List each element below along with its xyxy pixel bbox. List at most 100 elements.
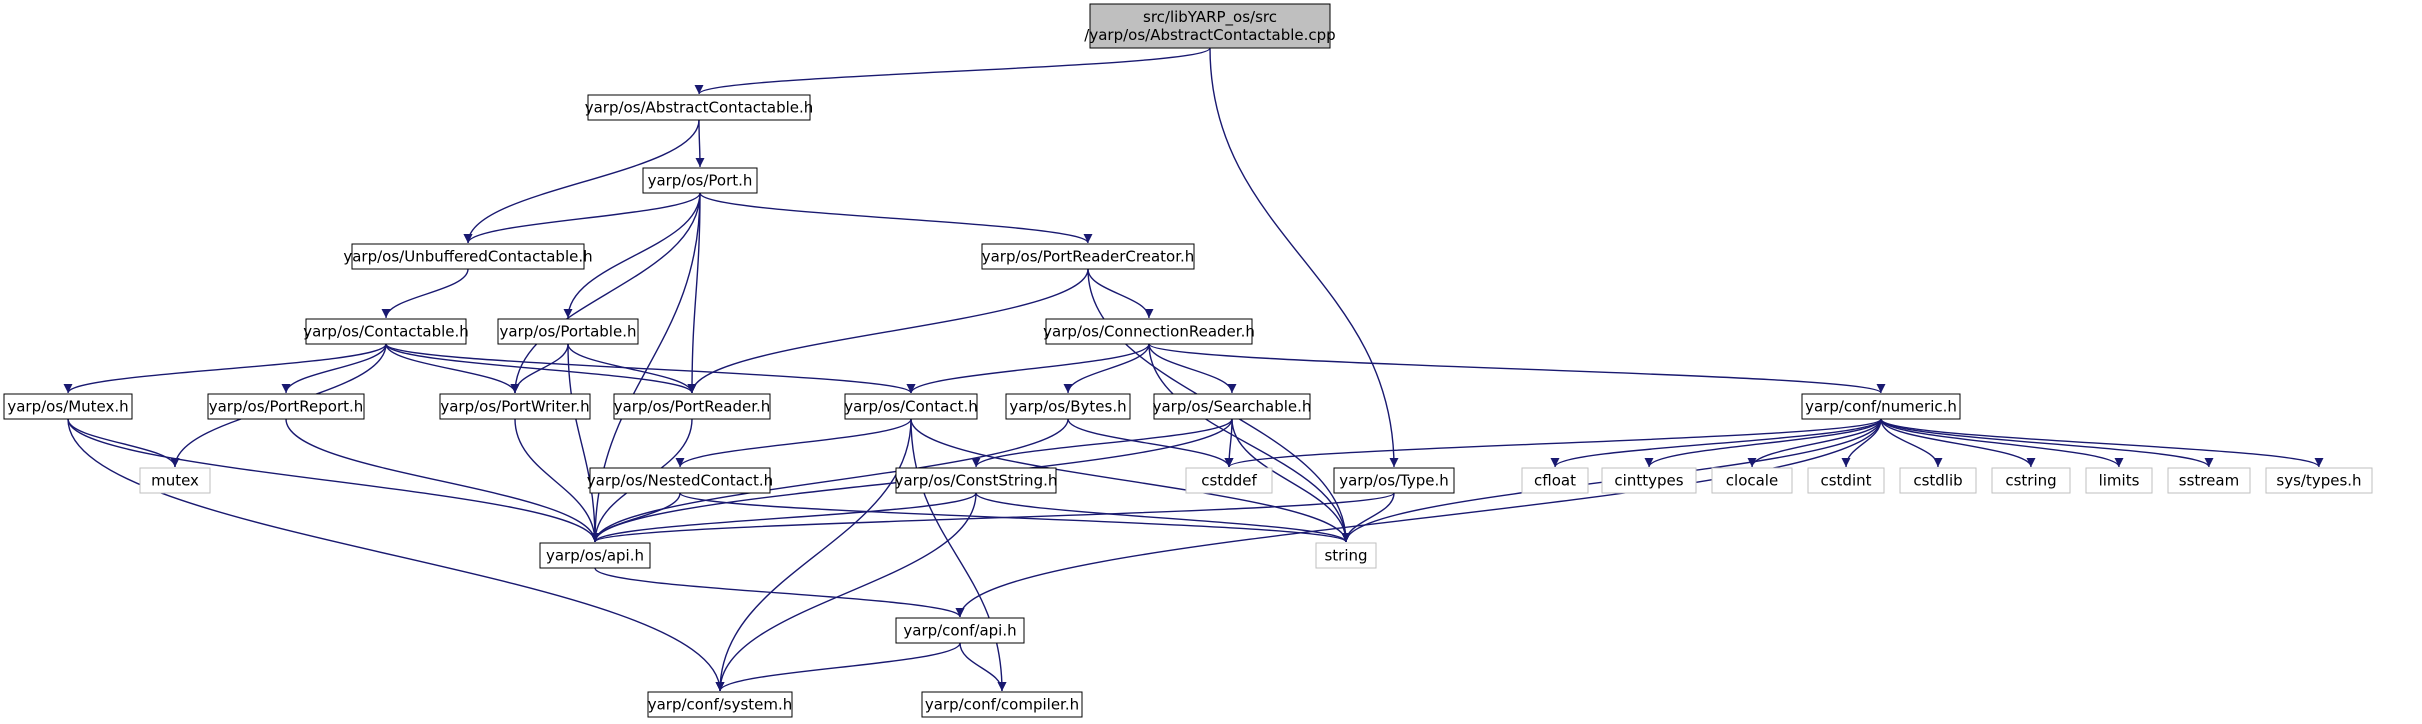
node-yarp-os-connectionreader-h[interactable]: yarp/os/ConnectionReader.h bbox=[1043, 318, 1255, 345]
edge-osapi_h-to-confapi_h bbox=[594, 567, 965, 618]
node-box bbox=[1333, 467, 1455, 494]
node-box bbox=[589, 467, 771, 494]
edge-numeric_h-to-cstddef bbox=[1224, 418, 1882, 468]
node-yarp-os-portreport-h[interactable]: yarp/os/PortReport.h bbox=[207, 393, 365, 420]
node-box bbox=[539, 542, 651, 569]
node-box bbox=[351, 243, 585, 270]
node-yarp-os-conststring-h[interactable]: yarp/os/ConstString.h bbox=[895, 467, 1058, 494]
node-label: yarp/os/Contact.h bbox=[844, 398, 978, 416]
node-yarp-conf-compiler-h[interactable]: yarp/conf/compiler.h bbox=[921, 691, 1083, 718]
edge-contact_h-to-compiler_h bbox=[910, 418, 1007, 692]
node-label: yarp/os/Port.h bbox=[648, 172, 753, 190]
edge-portreport_h-to-osapi_h bbox=[285, 418, 600, 543]
node-yarp-conf-api-h[interactable]: yarp/conf/api.h bbox=[895, 617, 1025, 644]
edge-numeric_h-to-systypes bbox=[1880, 418, 2324, 468]
edge-type_h-to-osapi_h bbox=[590, 492, 1395, 543]
node-box bbox=[497, 318, 639, 345]
node-yarp-os-portable-h[interactable]: yarp/os/Portable.h bbox=[497, 318, 639, 345]
node-yarp-os-api-h[interactable]: yarp/os/api.h bbox=[539, 542, 651, 569]
node-label: yarp/conf/compiler.h bbox=[925, 696, 1079, 714]
node-yarp-os-contact-h[interactable]: yarp/os/Contact.h bbox=[844, 393, 978, 420]
edge-numeric_h-to-cstdlib bbox=[1880, 418, 1943, 468]
edge-connreader_h-to-numeric_h bbox=[1148, 343, 1886, 394]
node-label: yarp/conf/system.h bbox=[648, 696, 793, 714]
node-yarp-os-unbufferedcontactable-h[interactable]: yarp/os/UnbufferedContactable.h bbox=[343, 243, 593, 270]
node-label: yarp/conf/numeric.h bbox=[1805, 398, 1957, 416]
node-box bbox=[613, 393, 771, 420]
node-yarp-os-mutex-h[interactable]: yarp/os/Mutex.h bbox=[3, 393, 133, 420]
node-label: yarp/os/PortReader.h bbox=[614, 398, 771, 416]
edge-confapi_h-to-system_h bbox=[715, 642, 961, 692]
node-box bbox=[1185, 467, 1273, 494]
node-yarp-os-abstractcontactable-h[interactable]: yarp/os/AbstractContactable.h bbox=[585, 94, 814, 121]
node-box bbox=[981, 243, 1195, 270]
edge-portable_h-to-osapi_h bbox=[567, 343, 600, 543]
node-label: yarp/os/UnbufferedContactable.h bbox=[343, 248, 592, 266]
edge-connreader_h-to-searchable_h bbox=[1148, 343, 1237, 394]
edge-searchable_h-to-string bbox=[1231, 418, 1351, 543]
edge-abstract_h-to-port_h bbox=[695, 119, 705, 168]
edge-portable_h-to-portreader_h bbox=[567, 343, 697, 394]
node-box bbox=[305, 318, 467, 345]
edge-prc_h-to-connreader_h bbox=[1087, 268, 1154, 319]
edge-port_h-to-portwriter_h bbox=[510, 192, 701, 394]
edge-connreader_h-to-string bbox=[1148, 343, 1351, 543]
node-sstream: sstream bbox=[2167, 467, 2251, 494]
edge-portwriter_h-to-osapi_h bbox=[514, 418, 600, 543]
node-label: mutex bbox=[151, 472, 199, 490]
node-box bbox=[647, 691, 793, 718]
edge-searchable_h-to-conststring_h bbox=[971, 418, 1233, 468]
node-label: yarp/os/ConnectionReader.h bbox=[1043, 323, 1255, 341]
node-label: yarp/os/api.h bbox=[546, 547, 644, 565]
dependency-edges bbox=[63, 47, 2324, 692]
node-yarp-os-port-h[interactable]: yarp/os/Port.h bbox=[642, 167, 758, 194]
node-yarp-os-contactable-h[interactable]: yarp/os/Contactable.h bbox=[303, 318, 469, 345]
node-cstdint: cstdint bbox=[1807, 467, 1885, 494]
node-box bbox=[2265, 467, 2373, 494]
node-box bbox=[1153, 393, 1311, 420]
edge-mutex_h-to-mutex bbox=[67, 418, 180, 468]
edge-port_h-to-portreader_h bbox=[687, 192, 701, 394]
node-yarp-conf-system-h[interactable]: yarp/conf/system.h bbox=[647, 691, 793, 718]
edge-numeric_h-to-cfloat bbox=[1550, 418, 1882, 468]
node-box bbox=[921, 691, 1083, 718]
edge-bytes_h-to-cstddef bbox=[1067, 418, 1234, 468]
node-label: yarp/os/Contactable.h bbox=[303, 323, 469, 341]
edge-connreader_h-to-contact_h bbox=[906, 343, 1150, 394]
node-yarp-os-portwriter-h[interactable]: yarp/os/PortWriter.h bbox=[439, 393, 591, 420]
node-box bbox=[1991, 467, 2071, 494]
edge-type_h-to-string bbox=[1341, 492, 1395, 543]
node-sys-types-h: sys/types.h bbox=[2265, 467, 2373, 494]
edge-mutex_h-to-system_h bbox=[67, 418, 725, 692]
node-yarp-os-type-h[interactable]: yarp/os/Type.h bbox=[1333, 467, 1455, 494]
node-yarp-os-nestedcontact-h[interactable]: yarp/os/NestedContact.h bbox=[587, 467, 773, 494]
node-box bbox=[1005, 393, 1131, 420]
node-yarp-conf-numeric-h[interactable]: yarp/conf/numeric.h bbox=[1801, 393, 1961, 420]
node-label: cfloat bbox=[1534, 472, 1576, 490]
node-yarp-os-searchable-h[interactable]: yarp/os/Searchable.h bbox=[1153, 393, 1312, 420]
node-src-libyarp-os-src-yarp-os-abstractcontactable-cpp[interactable]: src/libYARP_os/src/yarp/os/AbstractConta… bbox=[1084, 3, 1336, 49]
node-label: limits bbox=[2099, 472, 2140, 490]
edge-bytes_h-to-osapi_h bbox=[590, 418, 1069, 543]
node-yarp-os-bytes-h[interactable]: yarp/os/Bytes.h bbox=[1005, 393, 1131, 420]
edge-portable_h-to-portwriter_h bbox=[510, 343, 569, 394]
node-box bbox=[3, 393, 133, 420]
node-label: yarp/os/Searchable.h bbox=[1153, 398, 1312, 416]
edge-root-to-type_h bbox=[1209, 47, 1399, 468]
edge-numeric_h-to-confapi_h bbox=[955, 418, 1882, 618]
node-label: cstring bbox=[2005, 472, 2056, 490]
node-label: yarp/os/Type.h bbox=[1339, 472, 1449, 490]
node-mutex: mutex bbox=[139, 467, 211, 494]
edge-port_h-to-portable_h bbox=[563, 192, 701, 319]
node-box bbox=[587, 94, 811, 121]
node-yarp-os-portreadercreator-h[interactable]: yarp/os/PortReaderCreator.h bbox=[981, 243, 1195, 270]
node-yarp-os-portreader-h[interactable]: yarp/os/PortReader.h bbox=[613, 393, 771, 420]
node-label: sstream bbox=[2179, 472, 2239, 490]
node-box bbox=[1899, 467, 1977, 494]
edge-contact_h-to-system_h bbox=[715, 418, 912, 692]
node-box bbox=[844, 393, 978, 420]
node-label: cstddef bbox=[1201, 472, 1257, 490]
node-box bbox=[439, 393, 591, 420]
edge-conststring_h-to-system_h bbox=[715, 492, 977, 692]
node-cstdlib: cstdlib bbox=[1899, 467, 1977, 494]
